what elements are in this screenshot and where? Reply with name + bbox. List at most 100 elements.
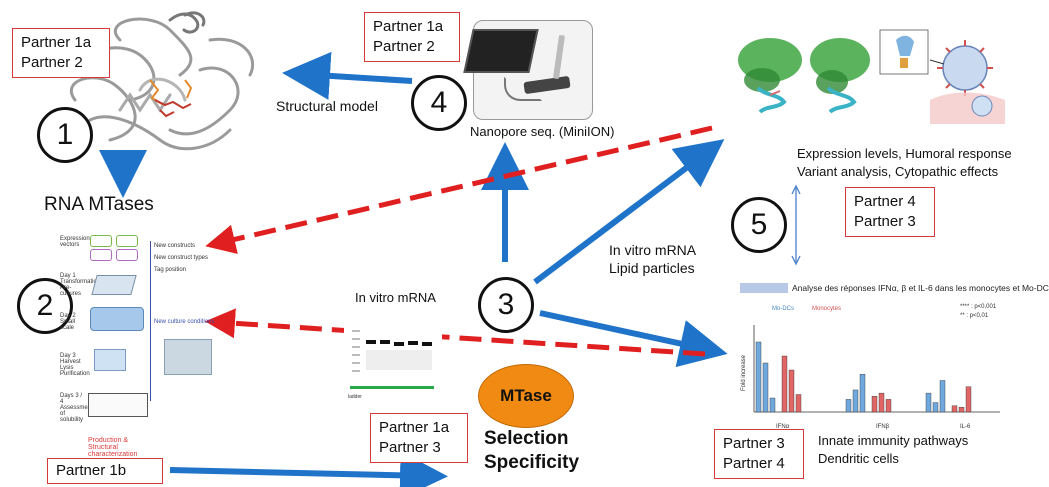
assay-title: Analyse des réponses IFNα, β et IL-6 dan… <box>792 283 1049 293</box>
expression-label-1: Expression levels, Humoral response <box>797 146 1012 161</box>
mtase-label: MTase <box>500 386 552 405</box>
assay-bar <box>795 394 802 413</box>
gel-ladder-label: ladder <box>348 394 362 400</box>
cable-shape <box>504 77 542 101</box>
in-vitro-mrna-label: In vitro mRNA <box>355 290 436 305</box>
arrow-bottom-right <box>169 451 448 487</box>
dashed-arrow-top <box>205 125 713 255</box>
assay-bar <box>932 402 939 413</box>
virus-schematic <box>879 29 1005 124</box>
vector-plasmid <box>90 235 112 247</box>
mtase-ellipse: MTase <box>478 364 574 428</box>
partner-label: Partner 1a <box>373 18 444 35</box>
assay-bar <box>885 399 892 413</box>
spike-structure-right <box>810 38 870 114</box>
assay-header: Analyse des réponses IFNα, β et IL-6 dan… <box>740 282 1049 296</box>
step-5-circle: 5 <box>731 197 787 253</box>
step-1-circle: 1 <box>37 107 93 163</box>
workflow-text: New constructs <box>154 243 196 249</box>
vector-plasmid <box>116 249 138 261</box>
step-number: 1 <box>56 118 74 151</box>
assay-legend-monocytes: Monocytes <box>812 306 842 312</box>
step-number: 5 <box>750 208 768 241</box>
expression-label-2: Variant analysis, Cytopathic effects <box>797 164 999 179</box>
assay-legend-modcs: Mo-DCs <box>772 306 794 312</box>
nanopore-photo <box>463 20 593 120</box>
partner-label: Partner 1a <box>21 34 92 51</box>
partner-label: Partner 2 <box>373 38 435 55</box>
selection-label: Selection <box>484 428 569 449</box>
assay-group-label: IFNβ <box>876 424 890 430</box>
structural-model-label: Structural model <box>276 98 378 114</box>
assay-bar <box>958 407 965 413</box>
culture-flasks <box>90 307 144 331</box>
workflow-text: Expression vectors <box>60 236 90 248</box>
rna-mtases-label: RNA MTases <box>44 194 154 215</box>
in-vitro-lipid-label-1: In vitro mRNA <box>609 242 697 258</box>
assay-bar <box>871 396 878 413</box>
partner-box-step5: Partner 4 Partner 3 <box>845 187 935 237</box>
step-number: 2 <box>36 289 54 322</box>
workflow-text: Day 1 Transformation Pre-cultures <box>60 273 101 297</box>
spike-structure-left <box>738 38 802 114</box>
workflow-production: Production & Structural characterization <box>88 437 138 458</box>
partner-box-center: Partner 1a Partner 3 <box>370 413 468 463</box>
assay-bar <box>859 374 866 413</box>
partner-box-nanopore: Partner 1a Partner 2 <box>364 12 460 62</box>
assay-group-label: IFNα <box>776 424 790 430</box>
solubility-gel <box>88 393 148 417</box>
assay-sig-1: **** : p<0,001 <box>960 304 997 310</box>
protein-structure-image <box>69 11 255 151</box>
partner-label: Partner 3 <box>379 439 441 456</box>
assay-bar <box>788 369 795 413</box>
assay-tag <box>740 283 788 293</box>
assay-group-label: IL-6 <box>960 424 971 430</box>
step-number: 4 <box>430 86 448 119</box>
assay-bar <box>852 389 859 413</box>
partner-label: Partner 2 <box>21 54 83 71</box>
partner-box-immunity: Partner 3 Partner 4 <box>714 429 804 479</box>
partner-label: Partner 1b <box>56 462 127 479</box>
in-vitro-lipid-label-2: Lipid particles <box>609 260 695 276</box>
step-4-circle: 4 <box>411 75 467 131</box>
workflow-text: Days 3 / 4 Assessment of solubility <box>60 393 93 423</box>
arrow-nanopore-to-structure <box>282 51 413 100</box>
arrow-step3-topright <box>533 139 725 285</box>
step-number: 3 <box>497 288 515 321</box>
workflow-text: New construct types <box>154 255 209 261</box>
step-2-circle: 2 <box>17 278 73 334</box>
partner-label: Partner 4 <box>854 193 916 210</box>
assay-sig-2: ** : p<0,01 <box>960 313 989 319</box>
assay-bar <box>878 392 885 413</box>
workflow-text: Tag position <box>154 267 187 273</box>
workflow-text: Day 2 Small scale <box>60 313 76 331</box>
assay-bar <box>845 399 852 413</box>
vector-plasmid <box>90 249 112 261</box>
purification-plate <box>94 349 126 371</box>
gel-lanes: ladder <box>348 330 434 400</box>
innate-label-1: Innate immunity pathways <box>818 433 969 448</box>
assay-bar <box>965 386 972 413</box>
partner-label: Partner 3 <box>723 435 785 452</box>
partner-label: Partner 4 <box>723 455 785 472</box>
expression-workflow: Expression vectors Day 1 Transformation … <box>60 233 220 458</box>
top-right-figure <box>738 29 1005 124</box>
workflow-text: Day 3 Harvest Lysis Purification <box>60 353 90 377</box>
dashed-arrow-middle <box>205 308 706 357</box>
workflow-loop-line <box>146 241 151 401</box>
assay-bar <box>781 355 788 413</box>
arrow-step3-lowright <box>539 310 728 368</box>
workflow-text: New culture conditions <box>154 319 215 325</box>
assay-bar <box>769 397 776 413</box>
vector-plasmid <box>116 235 138 247</box>
nanopore-label: Nanopore seq. (MiniION) <box>470 124 615 139</box>
assay-bar <box>951 405 958 413</box>
assay-bar <box>925 392 932 413</box>
assay-bar <box>762 362 769 413</box>
assay-bar <box>755 341 762 413</box>
partner-box-bottom-left: Partner 1b <box>47 458 163 484</box>
mrna-gel-image: ladder <box>344 310 442 400</box>
assay-bar <box>939 380 946 413</box>
partner-box-protein: Partner 1a Partner 2 <box>12 28 110 78</box>
assay-bars <box>753 325 1000 413</box>
